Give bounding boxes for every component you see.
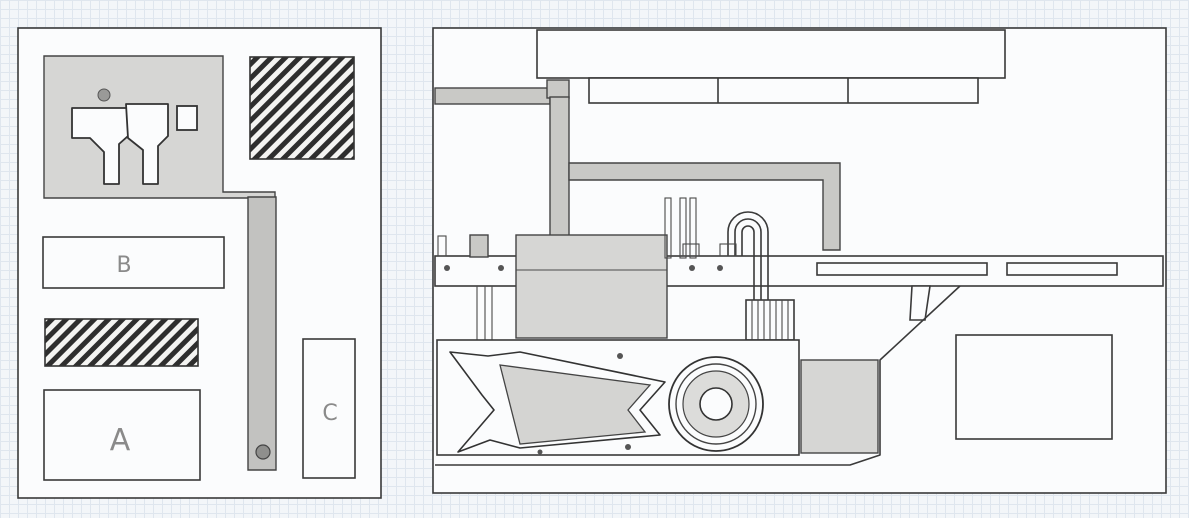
rail-screw xyxy=(689,265,695,271)
gpu-screw xyxy=(625,444,631,450)
rail-slot xyxy=(816,262,988,276)
label-a: A xyxy=(110,423,131,458)
upper-return-tube xyxy=(568,162,841,251)
label-b: B xyxy=(116,253,131,278)
tube-fitting xyxy=(546,79,570,99)
rail-screw xyxy=(444,265,450,271)
psu-window xyxy=(955,334,1113,440)
middle-vent-grille xyxy=(44,318,199,367)
drive-bay-a xyxy=(43,389,201,481)
thin-tube xyxy=(689,197,697,259)
cpu-block xyxy=(515,234,668,339)
drive-bay-c xyxy=(302,338,356,479)
top-fan-strip xyxy=(588,77,979,104)
logo-plate-screw xyxy=(97,88,111,102)
gpu-fan-icon xyxy=(668,356,764,452)
side-view-panel xyxy=(432,27,1167,494)
rail-screw xyxy=(717,265,723,271)
top-radiator-block xyxy=(536,29,1006,79)
gpu-screw xyxy=(617,353,623,359)
top-vent-grille xyxy=(249,56,355,160)
tube-clip xyxy=(682,243,700,257)
slanted-support xyxy=(909,285,931,321)
drive-bay-b xyxy=(42,236,225,289)
brand-logo-icon xyxy=(71,103,198,185)
vertical-tube xyxy=(549,96,570,238)
vertical-cable-bar xyxy=(247,196,277,471)
rail-screw xyxy=(498,265,504,271)
connector-block xyxy=(469,234,489,258)
front-view-panel: B A C xyxy=(17,27,382,499)
vertical-bar-knob xyxy=(255,444,271,460)
cable-comb-teeth xyxy=(751,300,789,340)
label-c: C xyxy=(322,401,337,426)
thin-tube xyxy=(679,197,687,259)
gpu-screw xyxy=(537,449,543,455)
standoff-post xyxy=(437,235,447,257)
left-horizontal-tube xyxy=(434,87,551,105)
rail-slot xyxy=(1006,262,1118,276)
reservoir-block xyxy=(800,359,879,454)
gpu-shroud-inner xyxy=(499,364,652,445)
curved-tube-bundle xyxy=(719,211,769,300)
psu-shroud-outline xyxy=(435,285,961,466)
thin-tube xyxy=(664,197,672,259)
